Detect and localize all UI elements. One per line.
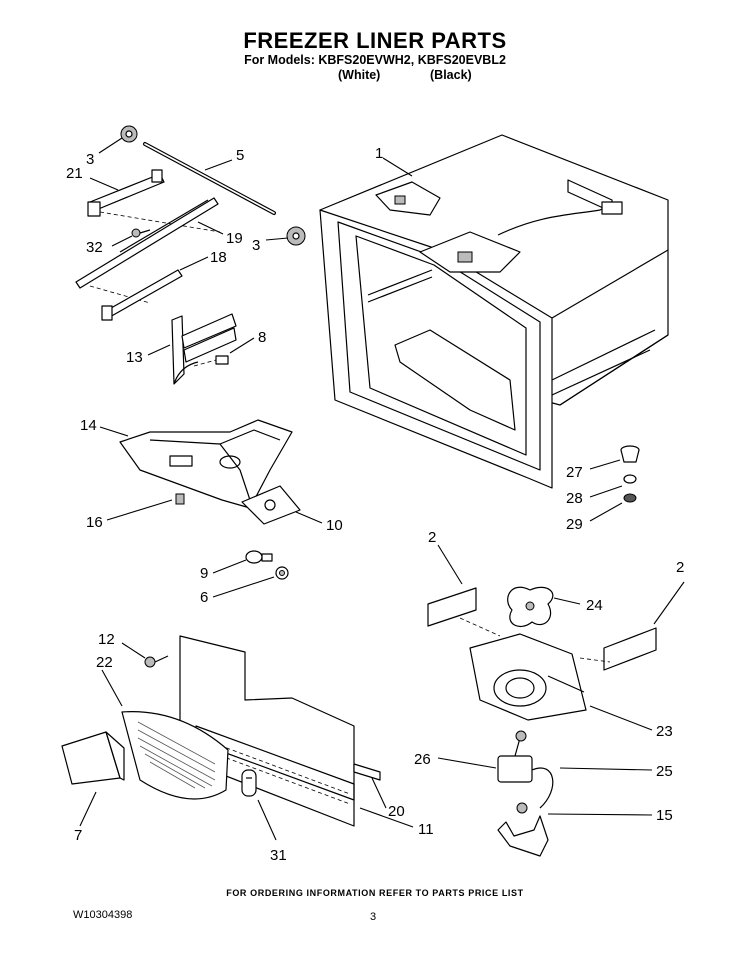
callout-16: 16 [86,514,103,531]
callout-20: 20 [388,803,405,820]
callout-13: 13 [126,349,143,366]
part-21-slide-rail [87,169,165,217]
part-29-nut [623,493,637,503]
ordering-info: FOR ORDERING INFORMATION REFER TO PARTS … [226,888,524,898]
callout-12: 12 [98,631,115,648]
assembly-line-tape-left [459,617,501,637]
callout-6: 6 [200,589,208,606]
color-white-label: (White) [338,68,381,82]
callout-26: 26 [414,751,431,768]
page-title: FREEZER LINER PARTS [243,28,507,53]
part-7-light-shield [61,731,125,785]
callout-labels: 1 2 2 3 3 5 6 7 8 9 10 11 12 13 14 15 16… [66,145,684,864]
callout-31: 31 [270,847,287,864]
part-6-socket [275,566,289,580]
part-31-light-lens [241,769,257,797]
models-line: For Models: KBFS20EVWH2, KBFS20EVBL2 [244,53,506,67]
callout-22: 22 [96,654,113,671]
callout-18: 18 [210,249,227,266]
part-20-foam-strip [353,763,381,781]
part-16-clip [175,493,185,505]
callout-10: 10 [326,517,343,534]
callout-21: 21 [66,165,83,182]
callout-14: 14 [80,417,97,434]
callout-29: 29 [566,516,583,533]
callout-24: 24 [586,597,603,614]
part-15-motor-bracket [497,802,549,857]
callout-5: 5 [236,147,244,164]
callout-7: 7 [74,827,82,844]
callout-1: 1 [375,145,383,162]
leader-lines [79,137,685,841]
part-5-rod [143,142,276,215]
callout-8: 8 [258,329,266,346]
part-12-screw [144,655,169,668]
part-9-bulb [245,550,273,564]
part-22-grille [121,711,229,800]
callout-23: 23 [656,723,673,740]
assembly-line-21 [99,211,221,233]
part-28-washer [623,474,637,484]
callout-28: 28 [566,490,583,507]
callout-27: 27 [566,464,583,481]
part-3-gear-top [120,125,138,143]
part-18-rail [101,269,183,321]
part-2-tape-right [603,627,657,671]
part-13-bracket [171,313,237,385]
color-black-label: (Black) [430,68,472,82]
part-24-fan-blade [507,586,554,627]
document-number: W10304398 [73,909,133,921]
callout-3-top: 3 [86,151,94,168]
part-25-wire-harness [531,767,554,809]
part-23-fan-shroud [469,633,587,721]
callout-9: 9 [200,565,208,582]
page-number: 3 [370,911,377,923]
callout-11: 11 [418,821,434,838]
part-2-tape-left [427,587,477,627]
callout-15: 15 [656,807,673,824]
part-8-screw [193,355,229,367]
part-26-fan-motor [497,730,533,783]
part-1-freezer-liner [319,134,669,489]
callout-3-bottom: 3 [252,237,260,254]
callout-2-right: 2 [676,559,684,576]
callout-2-left: 2 [428,529,436,546]
part-10-pad [241,485,301,525]
part-27-grommet [620,445,640,463]
callout-19: 19 [226,230,243,247]
part-32-screw [131,228,151,238]
callout-25: 25 [656,763,673,780]
part-19-rail [75,197,219,289]
part-3-gear-bottom [286,226,306,246]
part-14-cover [119,419,293,509]
assembly-line-tape-right [579,657,611,663]
callout-32: 32 [86,239,103,256]
